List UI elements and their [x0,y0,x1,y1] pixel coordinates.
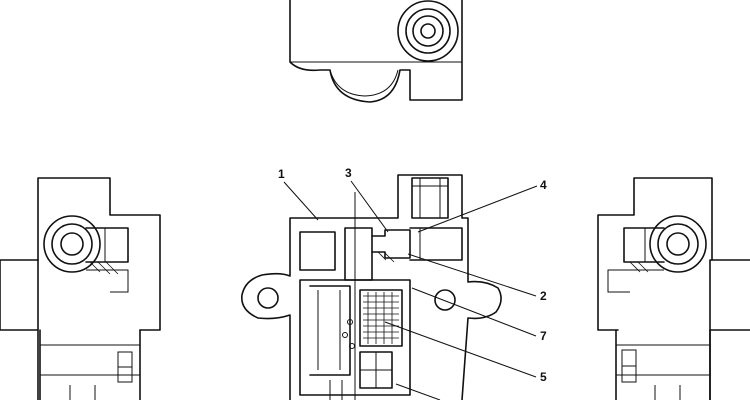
port-fitting-right [649,215,707,273]
callout-5: 5 [384,321,547,384]
callout-label-7: 7 [540,329,547,343]
callout-label-5: 5 [540,370,547,384]
callout-3: 3 [345,166,389,233]
callout-1: 1 [278,167,319,221]
callout-label-4: 4 [540,178,547,192]
left-side-view [0,177,161,400]
port-fitting-top [397,0,459,62]
callout-label-1: 1 [278,167,285,181]
callout-label-2: 2 [540,289,547,303]
callouts: 1 3 4 2 7 5 [278,166,547,400]
callout-leader-bottom [395,383,441,400]
callout-4: 4 [417,178,547,233]
callout-2: 2 [407,253,547,303]
callout-7: 7 [411,287,547,343]
callout-label-3: 3 [345,166,352,180]
center-section-view [241,174,502,400]
spring-pack [359,289,403,347]
top-view [289,0,463,103]
port-fitting-left [43,215,101,273]
right-side-view [597,177,750,400]
